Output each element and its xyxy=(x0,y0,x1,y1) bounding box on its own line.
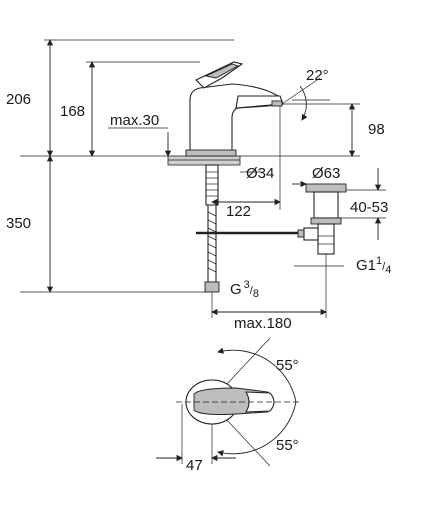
waste-flange xyxy=(305,183,347,193)
label-122: 122 xyxy=(226,203,251,220)
lever-shading xyxy=(204,63,240,79)
threaded-shank xyxy=(205,164,219,206)
g114-slash: / xyxy=(382,261,386,273)
label-max30: max.30 xyxy=(110,112,159,129)
faucet-side-view xyxy=(167,61,307,293)
waste-nut xyxy=(310,217,342,225)
g114-main: G1 xyxy=(356,257,376,274)
label-206: 206 xyxy=(6,91,31,108)
deck-surface xyxy=(167,155,241,166)
waste-connector xyxy=(303,227,319,241)
labels: 206 168 max.30 22° 98 Ø34 Ø63 122 40-53 … xyxy=(6,67,391,474)
left-dimensions xyxy=(20,39,234,293)
waste-tail xyxy=(317,223,335,255)
arc-55-upper xyxy=(217,347,297,403)
g114-den: 4 xyxy=(385,264,391,276)
hose-braid xyxy=(207,211,217,273)
label-dia-34: Ø34 xyxy=(246,165,274,182)
label-angle-55-lower: 55° xyxy=(276,437,299,454)
waste-assembly xyxy=(303,183,347,255)
plan-view xyxy=(156,337,300,467)
base-ring xyxy=(185,149,237,157)
g38-num: 3 xyxy=(244,279,250,291)
g114-num: 1 xyxy=(376,255,382,267)
label-max180: max.180 xyxy=(234,315,292,332)
supply-hose xyxy=(207,204,217,283)
g38-main: G xyxy=(230,281,242,298)
label-47: 47 xyxy=(186,457,203,474)
label-dia-63: Ø63 xyxy=(312,165,340,182)
label-g1-1-4: G11/4 xyxy=(356,255,391,276)
g38-slash: / xyxy=(250,285,254,297)
aerator xyxy=(271,100,283,107)
right-dimensions xyxy=(211,77,386,318)
label-angle-55-upper: 55° xyxy=(276,357,299,374)
ext-angle xyxy=(281,77,321,105)
label-40-53: 40-53 xyxy=(350,199,388,216)
label-98: 98 xyxy=(368,121,385,138)
waste-body xyxy=(313,191,339,219)
hose-fitting xyxy=(204,281,220,293)
g38-den: 8 xyxy=(253,288,259,300)
faucet-body xyxy=(189,83,283,157)
arc-55-lower xyxy=(217,401,297,457)
label-angle-22: 22° xyxy=(306,67,329,84)
arc-22 xyxy=(299,85,308,121)
label-168: 168 xyxy=(60,103,85,120)
label-350: 350 xyxy=(6,215,31,232)
